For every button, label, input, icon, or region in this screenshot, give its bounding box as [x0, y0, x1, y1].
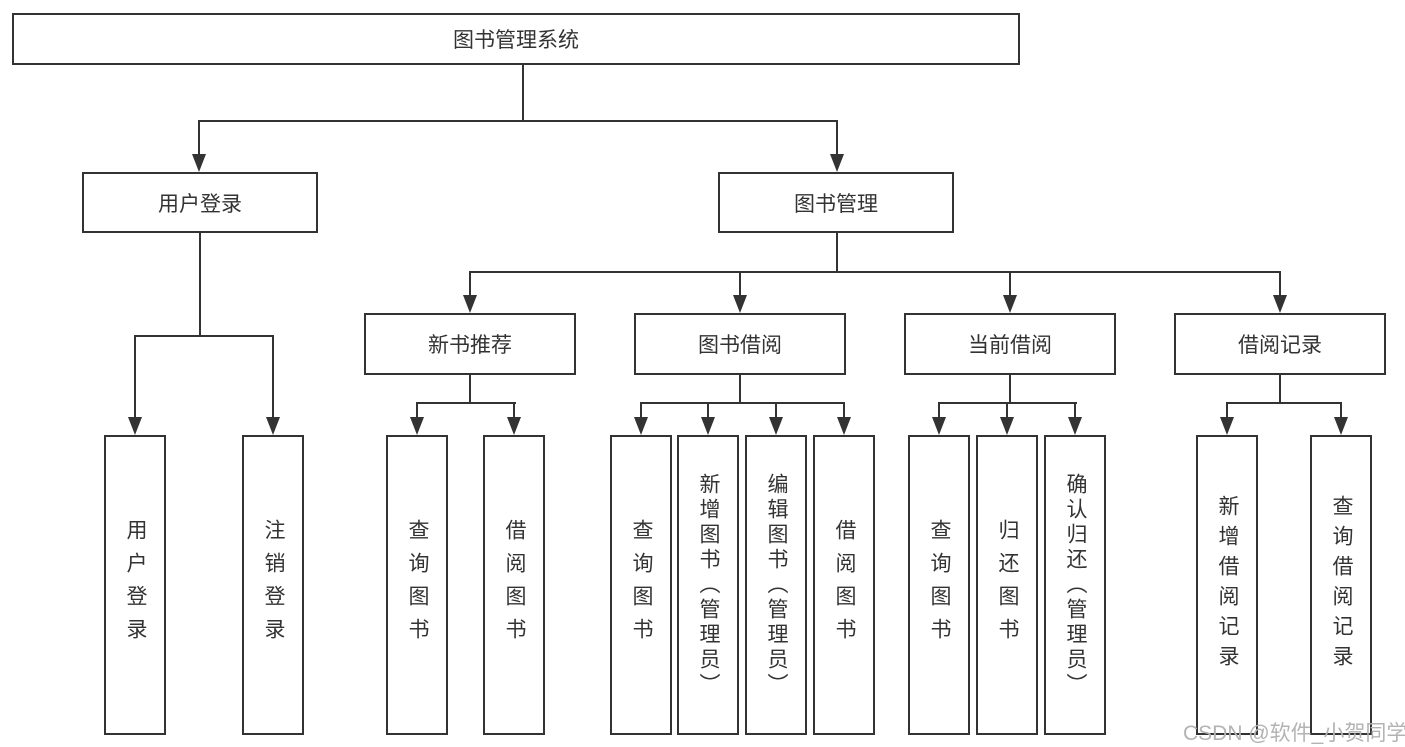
leaf-nb-borrow-books: 借阅图书: [483, 435, 545, 735]
node-root-label: 图书管理系统: [453, 29, 579, 52]
connector-book-mgmt-stem: [836, 233, 838, 273]
node-book-management-label: 图书管理: [794, 192, 878, 216]
node-new-book-recommend: 新书推荐: [364, 313, 576, 375]
connector-new-book-drop: [469, 271, 471, 295]
node-borrow-records-label: 借阅记录: [1238, 334, 1322, 357]
arrowhead-cb2: [1000, 417, 1014, 435]
leaf-cb-query-books-label: 查询图书: [928, 519, 951, 651]
leaf-br-query-record: 查询借阅记录: [1310, 435, 1372, 735]
connector-user-group-branch: [134, 335, 274, 337]
connector-bb1-drop: [640, 402, 642, 417]
leaf-cb-confirm-return-admin: 确认归还（管理员）: [1044, 435, 1106, 735]
leaf-nb-query-books: 查询图书: [386, 435, 448, 735]
arrowhead-nb1: [410, 417, 424, 435]
leaf-cb-return-books: 归还图书: [976, 435, 1038, 735]
connector-bb3-drop: [775, 402, 777, 417]
connector-nb-stem: [469, 375, 471, 404]
connector-current-borrow-drop: [1009, 271, 1011, 295]
node-root: 图书管理系统: [12, 13, 1020, 65]
leaf-bb-edit-books-admin-label: 编辑图书（管理员）: [765, 472, 788, 698]
arrowhead-book-borrow: [733, 295, 747, 313]
connector-bb-stem: [739, 375, 741, 404]
arrowhead-cb3: [1068, 417, 1082, 435]
arrowhead-book-mgmt: [830, 154, 844, 172]
leaf-br-add-record-label: 新增借阅记录: [1216, 495, 1239, 675]
leaf-bb-query-books-label: 查询图书: [630, 519, 653, 651]
arrowhead-nb2: [507, 417, 521, 435]
connector-user-login-drop: [198, 120, 200, 156]
arrowhead-cb1: [932, 417, 946, 435]
leaf-bb-borrow-books: 借阅图书: [813, 435, 875, 735]
arrowhead-bb1: [634, 417, 648, 435]
connector-nb2-drop: [513, 402, 515, 417]
node-current-borrow-label: 当前借阅: [968, 334, 1052, 357]
leaf-bb-add-books-admin: 新增图书（管理员）: [677, 435, 739, 735]
arrowhead-br1: [1220, 417, 1234, 435]
connector-br2-drop: [1340, 402, 1342, 417]
connector-cb2-drop: [1006, 402, 1008, 417]
leaf-bb-borrow-books-label: 借阅图书: [833, 519, 856, 651]
leaf-nb-query-books-label: 查询图书: [406, 519, 429, 651]
connector-cb3-drop: [1074, 402, 1076, 417]
leaf-br-add-record: 新增借阅记录: [1196, 435, 1258, 735]
node-book-borrow-label: 图书借阅: [698, 334, 782, 357]
arrowhead-new-book: [463, 295, 477, 313]
arrowhead-bb4: [837, 417, 851, 435]
connector-borrow-records-drop: [1279, 271, 1281, 295]
connector-br1-drop: [1226, 402, 1228, 417]
node-book-borrow: 图书借阅: [634, 313, 846, 375]
arrowhead-leaf-logout: [266, 417, 280, 435]
connector-root-branch: [198, 120, 838, 122]
connector-level3-branch: [469, 271, 1281, 273]
connector-root-stem: [522, 64, 524, 121]
connector-bb4-drop: [843, 402, 845, 417]
leaf-cb-return-books-label: 归还图书: [996, 519, 1019, 651]
watermark: CSDN @软件_小贺同学: [1183, 722, 1405, 745]
leaf-logout: 注销登录: [242, 435, 304, 735]
leaf-user-login-label: 用户登录: [124, 519, 147, 651]
leaf-cb-confirm-return-admin-label: 确认归还（管理员）: [1064, 472, 1087, 698]
connector-nb-branch: [416, 402, 516, 404]
connector-leaf-logout-drop: [272, 335, 274, 419]
connector-nb1-drop: [416, 402, 418, 417]
leaf-cb-query-books: 查询图书: [908, 435, 970, 735]
connector-bb-branch: [640, 402, 845, 404]
leaf-logout-label: 注销登录: [262, 519, 285, 651]
arrowhead-bb2: [701, 417, 715, 435]
node-borrow-records: 借阅记录: [1174, 313, 1386, 375]
leaf-bb-query-books: 查询图书: [610, 435, 672, 735]
connector-book-borrow-drop: [739, 271, 741, 295]
connector-br-stem: [1279, 375, 1281, 404]
arrowhead-current-borrow: [1003, 295, 1017, 313]
node-new-book-recommend-label: 新书推荐: [428, 334, 512, 357]
connector-book-mgmt-drop: [836, 120, 838, 156]
leaf-user-login: 用户登录: [104, 435, 166, 735]
leaf-bb-edit-books-admin: 编辑图书（管理员）: [745, 435, 807, 735]
connector-cb-stem: [1009, 375, 1011, 404]
node-user-login-group: 用户登录: [82, 172, 318, 233]
arrowhead-br2: [1334, 417, 1348, 435]
leaf-bb-add-books-admin-label: 新增图书（管理员）: [697, 472, 720, 698]
connector-cb1-drop: [938, 402, 940, 417]
arrowhead-borrow-records: [1273, 295, 1287, 313]
arrowhead-leaf-user-login: [128, 417, 142, 435]
arrowhead-user-login: [192, 154, 206, 172]
arrowhead-bb3: [769, 417, 783, 435]
connector-user-group-stem: [199, 233, 201, 337]
leaf-nb-borrow-books-label: 借阅图书: [503, 519, 526, 651]
connector-br-branch: [1226, 402, 1342, 404]
connector-leaf-user-login-drop: [134, 335, 136, 419]
leaf-br-query-record-label: 查询借阅记录: [1330, 495, 1353, 675]
node-current-borrow: 当前借阅: [904, 313, 1116, 375]
node-user-login-group-label: 用户登录: [158, 192, 242, 216]
connector-bb2-drop: [707, 402, 709, 417]
node-book-management: 图书管理: [718, 172, 954, 233]
